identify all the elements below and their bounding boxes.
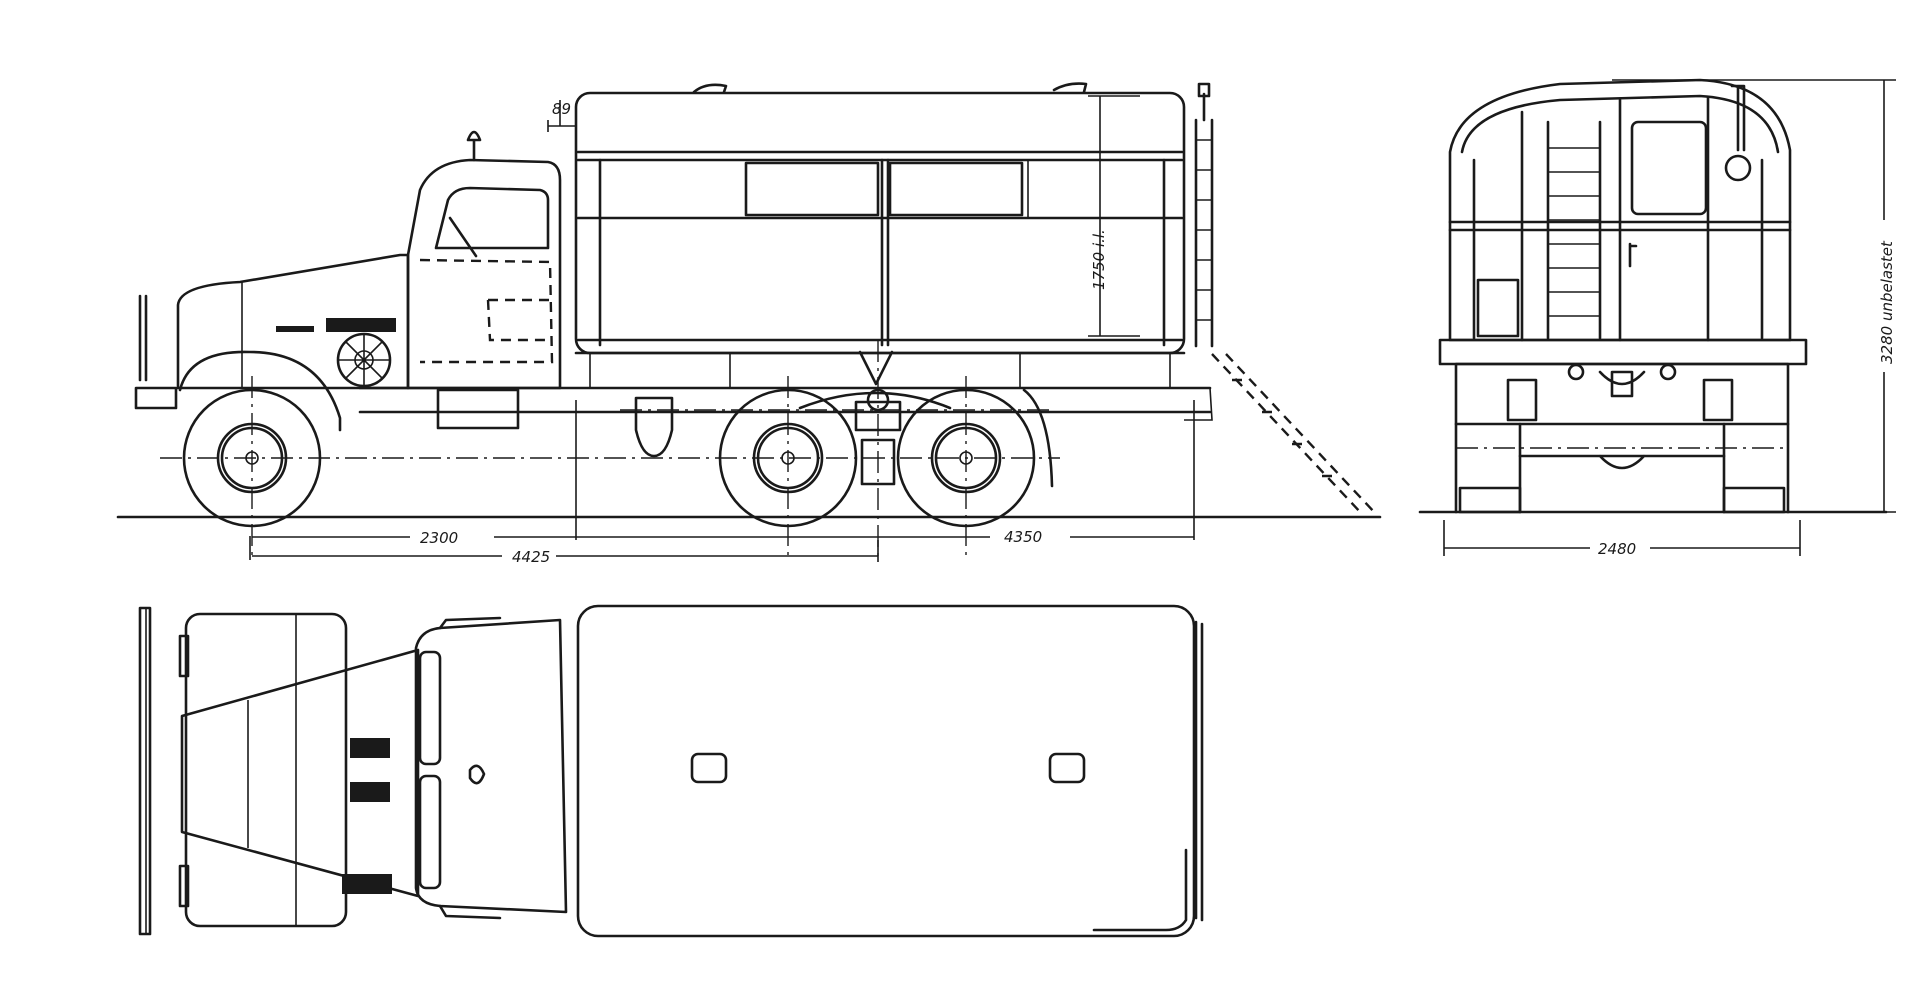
top-cab-roof (414, 618, 568, 914)
dim-wheelbase-front: 2300 (420, 529, 458, 547)
top-engine-hood (180, 648, 420, 898)
rear-view: 2480 3280 unbelastet (1418, 78, 1896, 558)
rear-wheel-left (1458, 486, 1522, 514)
dim-body-length: 4350 (1004, 528, 1042, 546)
dim-interior-height: 1750 i.l. (1090, 229, 1108, 290)
dim-height-unloaded: 3280 unbelastet (1878, 240, 1896, 364)
top-hood-louvers (350, 738, 390, 758)
side-window (744, 161, 880, 217)
rear-wheel-right (1722, 486, 1786, 514)
roof-vent (1052, 82, 1088, 94)
roof-vent (692, 83, 728, 94)
top-bumper (138, 606, 152, 936)
front-fender (178, 350, 342, 432)
wiper (448, 216, 478, 258)
side-window (888, 161, 1024, 217)
rear-locker (1476, 278, 1520, 338)
side-view: 89 1750 i.l. 2300 4425 4350 (116, 82, 1382, 566)
toolbox (436, 388, 520, 430)
folding-ladder (1211, 353, 1377, 515)
dim-roof-overhang: 89 (552, 100, 571, 118)
top-hood-rear (184, 612, 348, 928)
fuel-tank (634, 396, 674, 458)
top-view (138, 604, 1204, 938)
box-body (574, 91, 1186, 355)
engine-hood (176, 253, 410, 390)
top-roof-vent (690, 752, 728, 784)
top-box-roof (576, 604, 1196, 938)
rear-ladder (1194, 118, 1214, 348)
top-roof-vent (1048, 752, 1086, 784)
dim-wheelbase-total: 4425 (512, 548, 550, 566)
hood-louvers (276, 326, 314, 332)
rear-ladder (1546, 120, 1602, 340)
cab-window (434, 186, 550, 250)
dim-width: 2480 (1598, 540, 1636, 558)
bogie (798, 391, 952, 486)
rear-door-window (1630, 120, 1708, 216)
cab (406, 158, 562, 390)
